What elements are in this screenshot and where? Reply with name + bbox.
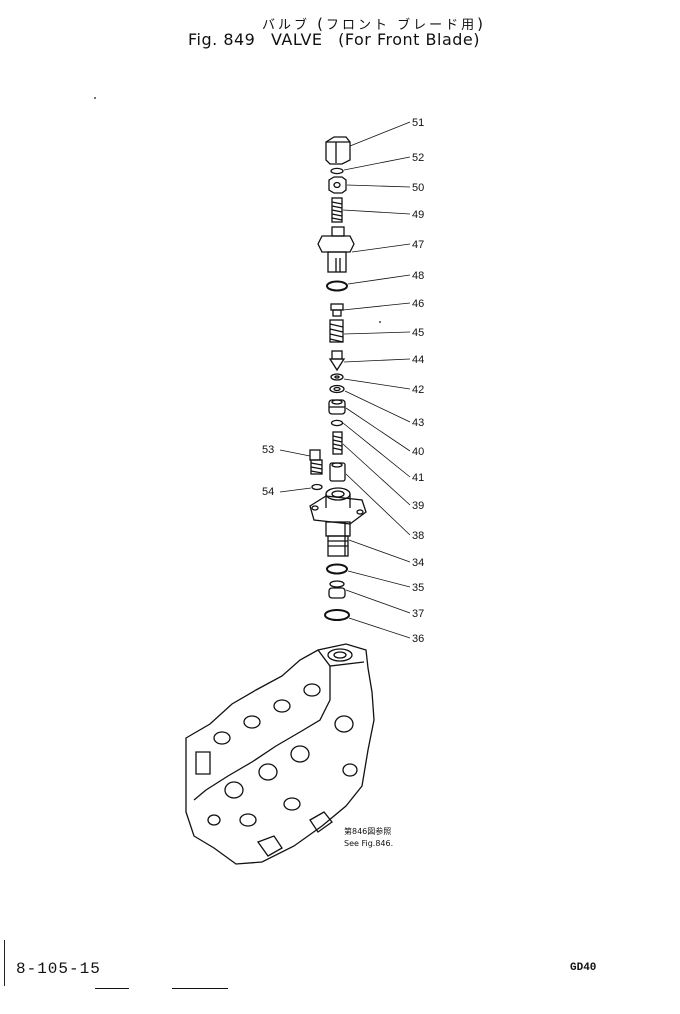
callout-45: 45 — [412, 327, 424, 339]
title-japanese-sub: フロント ブレード用 — [326, 18, 478, 33]
callout-52: 52 — [412, 152, 424, 164]
callout-39: 39 — [412, 500, 424, 512]
part-40-seat — [328, 399, 346, 415]
callout-51: 51 — [412, 117, 424, 129]
figure-subtitle: For Front Blade — [344, 30, 474, 49]
part-34-housing — [309, 487, 367, 557]
leader-lines — [279, 121, 411, 639]
part-44-poppet — [328, 350, 346, 372]
callout-40: 40 — [412, 446, 424, 458]
callout-38: 38 — [412, 530, 424, 542]
title-japanese: バルブ (フロント ブレード用) — [262, 15, 487, 33]
callout-34: 34 — [412, 557, 424, 569]
part-54-ring — [311, 483, 323, 491]
part-42-washer — [330, 373, 344, 381]
callout-41: 41 — [412, 472, 424, 484]
callout-37: 37 — [412, 608, 424, 620]
figure-name: VALVE — [270, 30, 323, 49]
callout-54: 54 — [262, 486, 274, 498]
callout-47: 47 — [412, 239, 424, 251]
figure-label: Fig. 849 — [188, 30, 256, 49]
page-code: 8-105-15 — [16, 960, 101, 978]
callout-36: 36 — [412, 633, 424, 645]
callout-labels: 51 52 50 49 47 48 46 45 44 42 43 40 41 3… — [262, 117, 424, 645]
callout-43: 43 — [412, 417, 424, 429]
part-53-relief — [309, 449, 323, 475]
part-46-pin — [330, 303, 344, 317]
part-48-oring — [326, 280, 348, 292]
part-49-screw — [331, 197, 343, 223]
part-38-plug — [329, 462, 346, 482]
control-valve-block — [185, 643, 375, 865]
model-code: GD40 — [570, 962, 597, 974]
callout-50: 50 — [412, 182, 424, 194]
callout-53: 53 — [262, 444, 274, 456]
part-37-ring — [328, 580, 346, 599]
see-note-english: See Fig.846. — [344, 839, 394, 848]
see-note-japanese: 第846図参照 — [344, 827, 392, 836]
part-41-oring — [330, 419, 344, 427]
callout-49: 49 — [412, 209, 424, 221]
callout-42: 42 — [412, 384, 424, 396]
part-35-oring — [326, 563, 348, 575]
callout-44: 44 — [412, 354, 424, 366]
part-43-spacer — [329, 384, 345, 394]
callout-46: 46 — [412, 298, 424, 310]
callout-48: 48 — [412, 270, 424, 282]
part-51-cap — [325, 136, 351, 165]
callout-35: 35 — [412, 582, 424, 594]
scan-marks — [94, 97, 381, 989]
part-36-oring — [324, 609, 350, 621]
part-50-nut — [328, 176, 347, 194]
part-39-spring — [332, 431, 343, 455]
see-figure-note: 第846図参照 See Fig.846. — [344, 826, 393, 850]
scan-edge-line — [4, 940, 5, 986]
title-english: Fig. 849 VALVE (For Front Blade) — [188, 30, 480, 49]
part-52-ring — [330, 167, 344, 175]
part-45-spring — [329, 319, 344, 343]
part-47-body — [317, 226, 355, 273]
title-japanese-main: バルブ — [262, 18, 311, 33]
